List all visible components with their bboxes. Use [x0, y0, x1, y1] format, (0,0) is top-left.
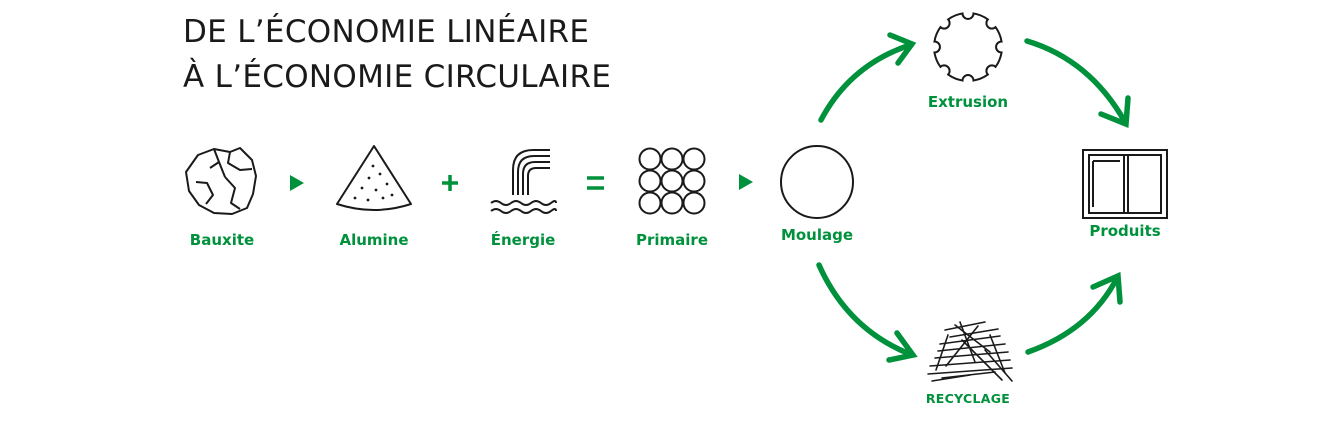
arrowhead-recyclage-produits [1090, 271, 1123, 305]
label-extrusion: Extrusion [927, 93, 1009, 111]
scrap-icon [927, 321, 1013, 382]
cycle-arrows [816, 32, 1131, 363]
title-line-1: DE L’ÉCONOMIE LINÉAIRE [183, 14, 590, 50]
arrow-extrusion-produits [1024, 38, 1128, 125]
pile-icon [336, 145, 412, 211]
gear-icon [933, 12, 1003, 82]
waterfall-icon [490, 149, 557, 214]
arrowhead-moulage-recyclage [886, 330, 918, 363]
arrowhead-moulage-extrusion [887, 32, 917, 66]
label-bauxite: Bauxite [189, 231, 255, 249]
rock-icon [185, 147, 257, 215]
label-alumine: Alumine [339, 231, 409, 249]
arrow-moulage-extrusion [818, 42, 913, 123]
diagram-title: DE L’ÉCONOMIE LINÉAIRE À L’ÉCONOMIE CIRC… [183, 10, 611, 100]
circles-icon [638, 147, 706, 215]
label-moulage: Moulage [780, 226, 854, 244]
label-primaire: Primaire [636, 231, 708, 249]
arrow-primaire-moulage [739, 174, 753, 190]
circle-icon [780, 145, 854, 219]
equals-operator [587, 176, 604, 190]
plus-operator [442, 175, 458, 191]
title-line-2: À L’ÉCONOMIE CIRCULAIRE [183, 59, 612, 95]
label-produits: Produits [1089, 222, 1161, 240]
window-icon [1082, 149, 1168, 219]
label-recyclage: RECYCLAGE [925, 391, 1011, 406]
arrow-recyclage-produits [1025, 275, 1120, 355]
arrow-moulage-recyclage [816, 262, 915, 358]
arrowhead-extrusion-produits [1098, 95, 1131, 128]
label-energie: Énergie [490, 231, 556, 249]
arrow-bauxite-alumine [290, 175, 304, 191]
